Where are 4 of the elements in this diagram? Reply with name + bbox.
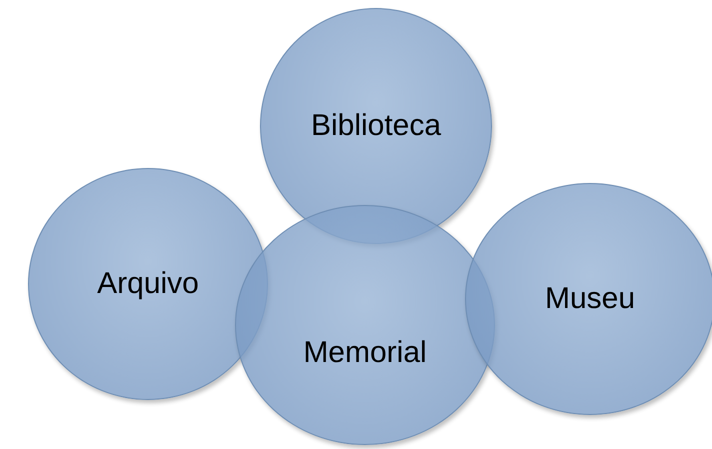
circle-label: Memorial [303,336,427,370]
circle-label: Biblioteca [310,109,442,143]
circle-label: Museu [544,282,636,316]
circle-label: Arquivo [97,267,199,301]
